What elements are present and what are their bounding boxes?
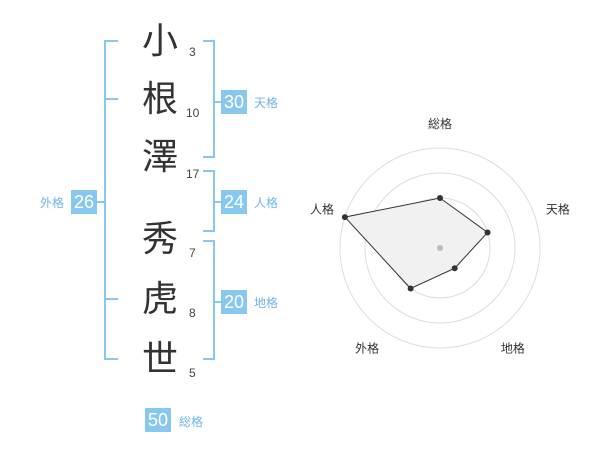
gaikaku-label: 外格 (40, 196, 65, 210)
name-char-1: 小 (141, 21, 178, 62)
name-char-3: 澤 (141, 137, 178, 178)
name-char-6: 世 (141, 339, 178, 380)
jinkaku-label: 人格 (254, 196, 279, 210)
radar-axis-label: 地格 (501, 340, 525, 355)
radar-points (341, 195, 491, 292)
chikaku-label: 地格 (254, 296, 279, 310)
soukaku-value-badge: 50 (145, 408, 172, 432)
radar-area (343, 197, 489, 290)
radar-point-2 (484, 229, 491, 236)
radar-point-1 (437, 195, 443, 201)
radar-ring-4 (339, 147, 541, 349)
chikaku-value-badge: 20 (221, 290, 248, 314)
stroke-count-3: 17 (186, 167, 200, 181)
name-char-2: 根 (141, 79, 178, 120)
stroke-count-4: 7 (189, 246, 196, 260)
soukaku-label: 総格 (179, 415, 204, 429)
radar-center-dot (437, 245, 443, 251)
tenkaku-value-badge: 30 (221, 90, 248, 114)
radar-point-5 (341, 214, 348, 221)
radar-point-3 (451, 265, 458, 272)
stroke-count-1: 3 (189, 45, 196, 59)
radar-axis-label: 外格 (355, 340, 379, 355)
tenkaku-label: 天格 (254, 96, 279, 110)
radar-axis-label: 人格 (310, 202, 334, 217)
stroke-count-2: 10 (186, 106, 200, 120)
name-char-4: 秀 (141, 219, 178, 260)
gaikaku-value-badge: 26 (71, 190, 98, 214)
name-char-5: 虎 (141, 279, 178, 320)
stroke-count-5: 8 (189, 306, 196, 320)
radar-ring-3 (364, 172, 516, 324)
jinkaku-value-badge: 24 (221, 190, 248, 214)
radar-axis-label: 総格 (428, 116, 452, 131)
stroke-count-6: 5 (189, 366, 196, 380)
radar-point-4 (407, 285, 414, 292)
radar-axis-label: 天格 (546, 202, 570, 217)
